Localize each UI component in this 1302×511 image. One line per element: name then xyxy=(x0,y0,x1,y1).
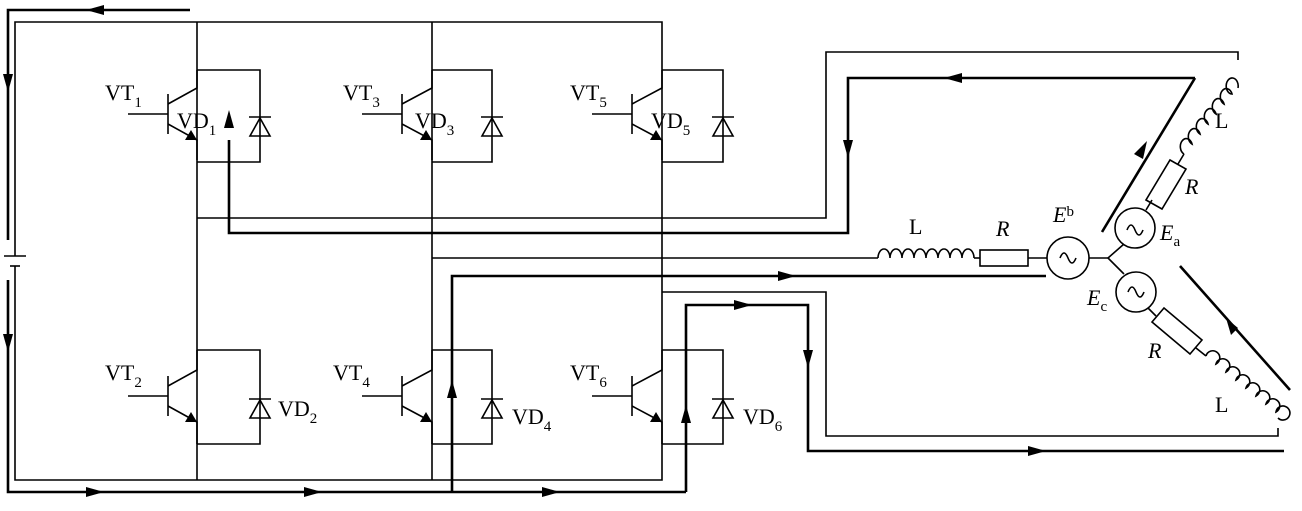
label-r-c: R xyxy=(1147,338,1162,363)
switch-vt2 xyxy=(128,350,198,444)
label-r-b: R xyxy=(995,216,1010,241)
label-e-c: Ec xyxy=(1086,285,1107,315)
phase-outputs xyxy=(197,51,1279,437)
phase-c-load xyxy=(1107,257,1291,421)
label-vt5: VT5 xyxy=(570,80,607,111)
switch-vt6 xyxy=(592,350,663,444)
label-vd2: VD2 xyxy=(278,396,317,427)
label-vd4: VD4 xyxy=(512,404,552,435)
label-l-c: L xyxy=(1215,392,1228,417)
label-vd6: VD6 xyxy=(743,404,783,435)
label-e-b: Eb xyxy=(1052,202,1074,227)
label-l-b: L xyxy=(909,214,922,239)
component-labels: VT1 VT3 VT5 VT2 VT4 VT6 VD1 VD3 VD5 VD2 … xyxy=(105,80,1228,435)
label-vd5: VD5 xyxy=(651,108,690,139)
label-vd3: VD3 xyxy=(415,108,454,139)
diode-vd4 xyxy=(432,349,504,445)
diode-vd5 xyxy=(662,69,735,163)
label-l-a: L xyxy=(1215,108,1228,133)
diode-vd3 xyxy=(432,69,504,163)
diode-vd2 xyxy=(197,349,272,445)
current-path xyxy=(6,8,1291,494)
label-vt1: VT1 xyxy=(105,80,142,111)
label-e-a: Ea xyxy=(1159,220,1180,250)
switch-vt5 xyxy=(592,70,663,160)
label-vt2: VT2 xyxy=(105,360,142,391)
label-vt3: VT3 xyxy=(343,80,380,111)
phase-a-load xyxy=(1107,77,1239,259)
phase-b-load xyxy=(877,236,1108,280)
label-vt6: VT6 xyxy=(570,360,607,391)
switch-vt1 xyxy=(128,70,198,160)
label-r-a: R xyxy=(1184,174,1199,199)
label-vt4: VT4 xyxy=(333,360,370,391)
diode-vd6 xyxy=(662,349,735,445)
dc-bus xyxy=(14,21,663,481)
dc-source xyxy=(4,240,26,280)
switch-vt4 xyxy=(362,350,433,444)
current-arrows xyxy=(3,5,1238,497)
label-vd1: VD1 xyxy=(177,108,216,139)
switch-vt3 xyxy=(362,70,433,160)
